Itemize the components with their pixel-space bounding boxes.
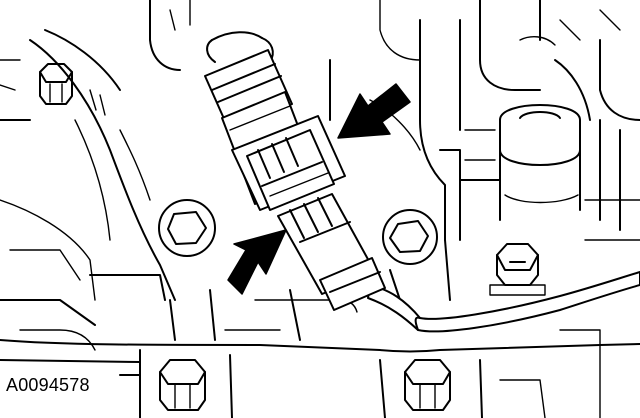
hex-bolt-right: [489, 243, 546, 296]
hex-bolt-center: [382, 209, 438, 265]
hex-bolt-top-left: [39, 63, 73, 105]
hex-bolt-left: [158, 199, 216, 257]
hex-bolt-bottom-left: [159, 359, 206, 411]
electrical-connector: [204, 49, 386, 311]
figure-reference-id: A0094578: [4, 375, 92, 395]
arrow-upper-right: [337, 83, 411, 139]
arrow-lower-left: [227, 229, 287, 295]
hex-bolt-bottom-right: [404, 359, 451, 411]
